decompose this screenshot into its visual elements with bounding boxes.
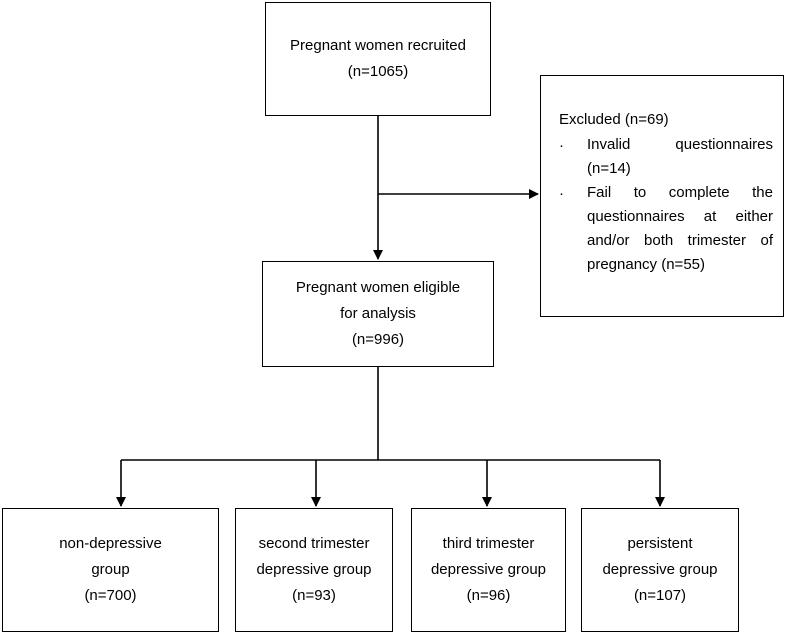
excluded-item-2-line-3: and/or both trimester of [587, 232, 773, 249]
group-3-line-2: depressive group [430, 561, 547, 578]
excluded-item-1-line-1: Invalid questionnaires [587, 136, 773, 153]
group-2-line-2: depressive group [256, 561, 372, 578]
group-4-line-3: (n=107) [633, 587, 687, 604]
node-recruited: Pregnant women recruited (n=1065) [265, 2, 491, 116]
node-group-persistent: persistent depressive group (n=107) [581, 508, 739, 632]
node-excluded: Excluded (n=69) · Invalid questionnaires… [540, 75, 784, 317]
group-4-line-2: depressive group [602, 561, 718, 578]
excluded-item-incomplete: · Fail to complete the questionnaires at… [559, 181, 773, 277]
node-eligible: Pregnant women eligible for analysis (n=… [262, 261, 494, 367]
node-group-third-trimester: third trimester depressive group (n=96) [411, 508, 566, 632]
node-group-non-depressive: non-depressive group (n=700) [2, 508, 219, 632]
bullet-marker: · [559, 185, 564, 202]
group-4-line-1: persistent [627, 535, 693, 552]
group-2-line-3: (n=93) [292, 587, 336, 604]
excluded-item-2-line-4: pregnancy (n=55) [587, 256, 705, 273]
excluded-item-invalid: · Invalid questionnaires (n=14) [559, 133, 773, 181]
excluded-item-2-line-2: questionnaires at either [587, 208, 773, 225]
group-2-line-1: second trimester [258, 535, 370, 552]
node-eligible-line-3: (n=996) [351, 331, 405, 348]
node-excluded-title: Excluded (n=69) [559, 111, 669, 128]
excluded-item-1-line-2: (n=14) [587, 160, 631, 177]
node-eligible-line-2: for analysis [340, 305, 416, 322]
group-1-line-3: (n=700) [84, 587, 137, 604]
group-1-line-2: group [91, 561, 130, 578]
group-3-line-3: (n=96) [466, 587, 511, 604]
bullet-marker: · [559, 137, 564, 154]
node-recruited-line-2: (n=1065) [347, 63, 409, 80]
group-3-line-1: third trimester [442, 535, 535, 552]
node-recruited-line-1: Pregnant women recruited [290, 37, 466, 54]
node-eligible-line-1: Pregnant women eligible [295, 279, 461, 296]
group-1-line-1: non-depressive [59, 535, 162, 552]
excluded-item-2-line-1: Fail to complete the [587, 184, 773, 201]
node-group-second-trimester: second trimester depressive group (n=93) [235, 508, 393, 632]
